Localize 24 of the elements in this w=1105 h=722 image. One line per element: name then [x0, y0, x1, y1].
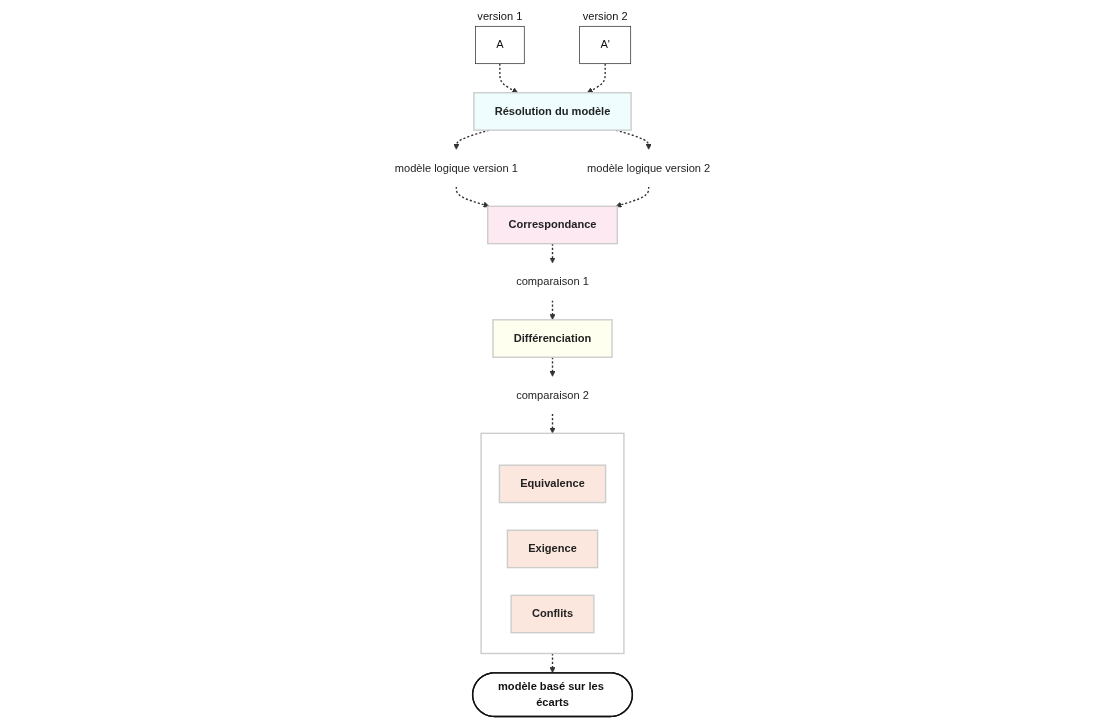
cluster: [480, 432, 625, 655]
arrow: [549, 652, 556, 674]
arrow: [455, 186, 490, 208]
arrow: [615, 186, 650, 208]
node-box: Résolution du modèle: [473, 92, 632, 131]
node-label: version 1: [477, 10, 523, 23]
node-box: Conflits: [510, 594, 595, 634]
arrow: [549, 413, 556, 434]
node-text: comparaison 2: [516, 389, 589, 401]
node-box: Exigence: [506, 529, 599, 569]
node-text: modèle logique version 1: [394, 161, 518, 174]
arrow: [549, 356, 556, 377]
node-text: modèle logique version 2: [587, 161, 711, 174]
node-text: comparaison 1: [516, 275, 589, 288]
node-box: Différenciation: [492, 319, 613, 358]
arrow: [586, 63, 606, 94]
node-box: Correspondance: [487, 205, 618, 245]
arrow: [549, 243, 556, 264]
node-box: Equivalence: [498, 464, 607, 504]
arrow: [549, 299, 556, 321]
node-box: A: [475, 25, 525, 65]
node-box: A': [579, 25, 632, 65]
node-label: version 2: [582, 10, 628, 23]
arrow: [499, 63, 519, 94]
